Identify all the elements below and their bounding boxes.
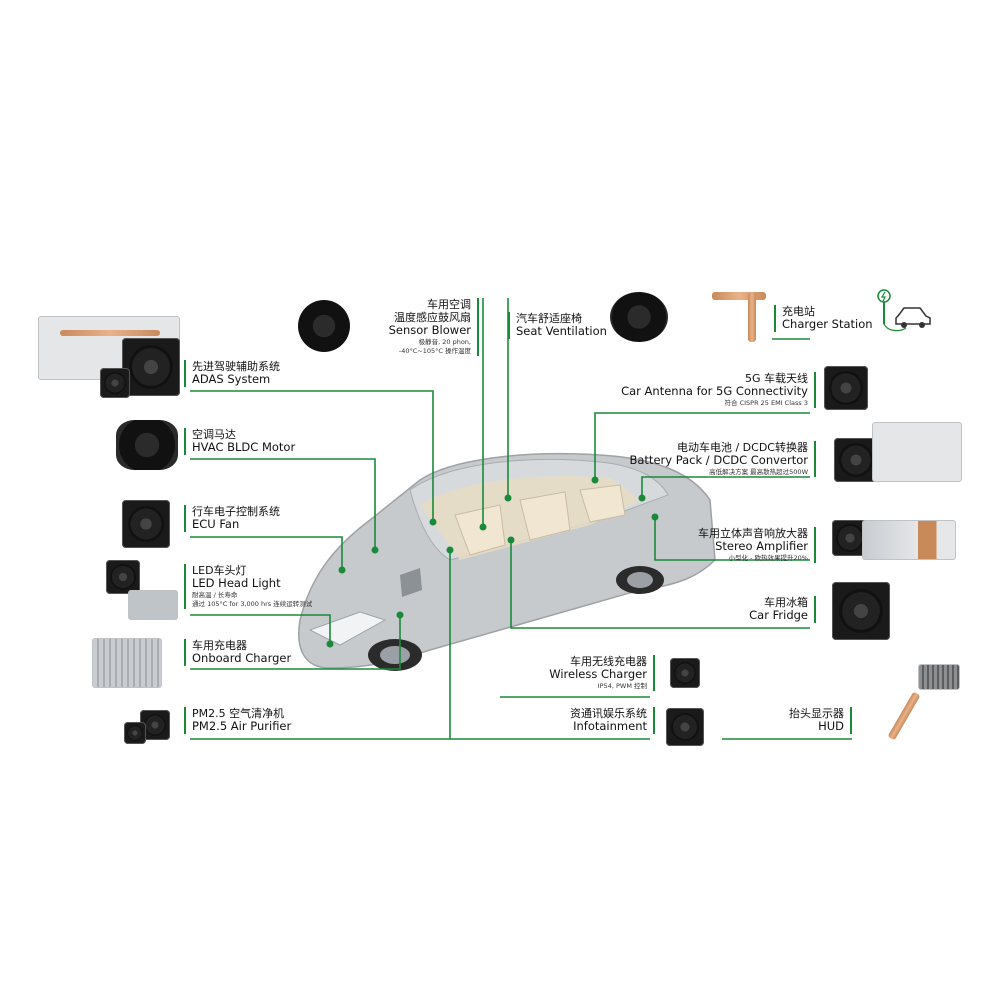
label-hvac: 空调马达 HVAC BLDC Motor	[184, 428, 295, 455]
hvac-motor-image	[116, 420, 178, 470]
fridge-fan-image	[832, 582, 890, 640]
stereo-plate-image	[862, 520, 956, 560]
battery-fan-image	[834, 438, 878, 482]
ecu-fan-image	[122, 500, 170, 548]
battery-plate-image	[872, 422, 962, 482]
label-battery: 电动车电池 / DCDC转换器 Battery Pack / DCDC Conv…	[629, 441, 816, 477]
station-cn: 充电站	[782, 305, 815, 318]
adas-fan-image	[122, 338, 180, 396]
sensor-note2: -40°C~105°C 操作温度	[398, 346, 471, 355]
antenna-en: Car Antenna for 5G Connectivity	[621, 384, 808, 399]
hud-cn: 抬头显示器	[789, 707, 844, 720]
station-heatpipe-2-image	[748, 292, 756, 342]
stereo-note: 小型化 - 欧热效果提升20%	[728, 553, 808, 562]
wireless-cn: 车用无线充电器	[570, 655, 647, 668]
adas-small-fan-image	[100, 368, 130, 398]
hud-en: HUD	[818, 719, 844, 734]
label-ecu: 行车电子控制系统 ECU Fan	[184, 505, 280, 532]
label-sensor-blower: 车用空调 温度感应鼓风扇 Sensor Blower 极静音, 20 phon,…	[389, 298, 479, 356]
connector-lines	[190, 298, 852, 740]
charger-en: Onboard Charger	[192, 651, 292, 666]
label-info: 资通讯娱乐系统 Infotainment	[570, 707, 655, 734]
hud-heatsink-image	[918, 664, 960, 690]
led-fan-image	[106, 560, 140, 594]
fridge-en: Car Fridge	[749, 608, 808, 623]
charger-station-icon	[877, 289, 931, 332]
label-adas: 先进驾驶辅助系统 ADAS System	[184, 360, 280, 387]
antenna-note: 符合 CISPR 25 EMI Class 3	[724, 398, 809, 407]
label-seat: 汽车舒适座椅 Seat Ventilation	[508, 312, 607, 339]
battery-cn: 电动车电池 / DCDC转换器	[676, 441, 808, 454]
label-hud: 抬头显示器 HUD	[789, 707, 852, 734]
led-heatsink-image	[128, 590, 178, 620]
ecu-cn: 行车电子控制系统	[192, 505, 280, 518]
stereo-en: Stereo Amplifier	[715, 539, 808, 554]
car-illustration	[298, 453, 716, 671]
label-antenna: 5G 车载天线 Car Antenna for 5G Connectivity …	[621, 372, 816, 408]
adas-heatpipe-image	[60, 330, 160, 336]
sensor-cn2: 温度感应鼓风扇	[394, 311, 471, 325]
sensor-en: Sensor Blower	[388, 323, 471, 338]
wireless-note: IP54, PWM 控制	[597, 681, 647, 690]
adas-cn: 先进驾驶辅助系统	[192, 360, 280, 373]
label-station: 充电站 Charger Station	[774, 305, 873, 332]
ecu-en: ECU Fan	[192, 517, 240, 532]
led-en: LED Head Light	[192, 576, 281, 591]
antenna-cn: 5G 车载天线	[744, 372, 808, 385]
pm25-fan-small-image	[124, 722, 146, 744]
label-led: LED车头灯 LED Head Light 耐高温 / 长寿命 通过 105°C…	[184, 564, 312, 609]
battery-note: 高低解决方案 最高散热超过500W	[709, 467, 808, 476]
hvac-cn: 空调马达	[192, 428, 236, 441]
seat-en: Seat Ventilation	[516, 324, 607, 339]
antenna-blower-image	[824, 366, 868, 410]
station-heatpipe-image	[712, 292, 766, 300]
info-en: Infotainment	[573, 719, 647, 734]
station-en: Charger Station	[782, 317, 873, 332]
led-note2: 通过 105°C for 3,000 hrs 连续运转测试	[192, 599, 313, 608]
hvac-en: HVAC BLDC Motor	[192, 440, 296, 455]
info-cn: 资通讯娱乐系统	[570, 707, 647, 720]
info-fan-image	[666, 708, 704, 746]
label-charger: 车用充电器 Onboard Charger	[184, 639, 291, 666]
connector-dots	[326, 476, 659, 648]
sensor-blower-image	[298, 300, 350, 352]
label-pm25: PM2.5 空气清净机 PM2.5 Air Purifier	[184, 707, 291, 734]
wireless-fan-image	[670, 658, 700, 688]
adas-en: ADAS System	[192, 372, 271, 387]
stereo-cn: 车用立体声音响放大器	[698, 527, 808, 540]
pm25-cn: PM2.5 空气清净机	[192, 707, 285, 720]
sensor-note1: 极静音, 20 phon,	[418, 338, 471, 347]
wireless-en: Wireless Charger	[549, 667, 647, 682]
pm25-en: PM2.5 Air Purifier	[192, 719, 292, 734]
charger-cn: 车用充电器	[192, 639, 247, 652]
fridge-cn: 车用冰箱	[764, 596, 808, 609]
seat-cn: 汽车舒适座椅	[516, 312, 582, 325]
seat-blower-image	[610, 292, 668, 342]
battery-en: Battery Pack / DCDC Convertor	[629, 453, 808, 468]
led-note1: 耐高温 / 长寿命	[192, 590, 238, 599]
label-wireless: 车用无线充电器 Wireless Charger IP54, PWM 控制	[549, 655, 655, 691]
led-cn: LED车头灯	[192, 564, 247, 577]
label-fridge: 车用冰箱 Car Fridge	[749, 596, 816, 623]
charger-heatsink-image	[92, 638, 162, 688]
sensor-cn1: 车用空调	[427, 298, 471, 311]
label-stereo: 车用立体声音响放大器 Stereo Amplifier 小型化 - 欧热效果提升…	[698, 527, 816, 563]
